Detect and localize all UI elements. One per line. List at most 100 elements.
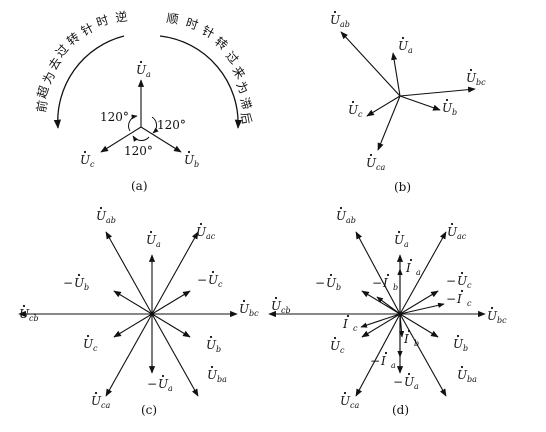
vector-symbol: I	[382, 276, 388, 290]
dot-accent	[333, 10, 337, 14]
voltage-vector-d-3	[399, 290, 439, 315]
vector-symbol: U	[326, 276, 337, 290]
vector-symbol: I	[380, 354, 386, 368]
voltage-vector-b-1	[391, 52, 401, 97]
vector-symbol: U	[457, 368, 468, 382]
dot-accent	[83, 150, 87, 154]
dot-accent	[397, 230, 401, 234]
vector-symbol: U	[207, 368, 218, 382]
arc-char: 超	[34, 84, 52, 100]
dot-accent	[209, 335, 213, 339]
lag-direction-arc	[159, 35, 243, 129]
vector-subscript: b	[452, 108, 457, 117]
vector-subscript: c	[353, 324, 358, 333]
vector-symbol: I	[403, 332, 409, 346]
vector-subscript: a	[414, 382, 419, 391]
dot-accent	[161, 374, 165, 378]
dot-accent	[384, 351, 388, 355]
dot-accent	[409, 258, 413, 262]
arc-char: 前	[33, 99, 50, 113]
vector-symbol: U	[336, 209, 347, 223]
current-vector-d-17	[376, 296, 401, 315]
vector-symbol: U	[487, 309, 498, 323]
voltage-vector-d-6	[399, 313, 447, 397]
vector-symbol: U	[442, 101, 453, 115]
vector-subscript: bc	[497, 316, 507, 325]
dot-accent	[469, 68, 473, 72]
voltage-vector-c-11	[113, 290, 153, 315]
arc-char: 针	[200, 22, 218, 41]
vector-subscript: ab	[106, 216, 116, 225]
vector-subscript: ca	[350, 401, 359, 410]
voltage-vector-c-9	[113, 313, 153, 338]
vector-subscript: a	[404, 240, 409, 249]
vector-subscript: c	[218, 280, 223, 289]
arc-char: 时	[95, 13, 111, 30]
current-vector-d-16	[360, 313, 401, 328]
voltage-vector-d-9	[361, 313, 401, 338]
vector-symbol: U	[453, 337, 464, 351]
arc-char: 过	[223, 49, 241, 67]
vector-subscript: cb	[281, 306, 291, 315]
vector-subscript: ca	[101, 401, 110, 410]
vector-symbol: U	[330, 339, 341, 353]
vector-symbol: U	[398, 39, 409, 53]
vector-symbol: U	[96, 209, 107, 223]
vector-symbol: U	[158, 377, 169, 391]
voltage-vector-d-0	[355, 231, 401, 315]
vector-subscript: c	[340, 346, 345, 355]
dot-accent	[94, 391, 98, 395]
voltage-vector-c-8	[105, 313, 153, 397]
dot-accent	[329, 273, 333, 277]
vector-subscript: a	[156, 240, 161, 249]
vector-subscript: a	[391, 361, 396, 370]
voltage-vector-b-4	[366, 95, 401, 117]
dot-accent	[445, 98, 449, 102]
vector-symbol: U	[184, 153, 195, 167]
vector-subscript: ba	[467, 375, 477, 384]
vector-symbol: U	[330, 13, 341, 27]
dot-accent	[401, 36, 405, 40]
minus-sign: −	[446, 274, 456, 288]
dot-accent	[274, 296, 278, 300]
minus-sign: −	[315, 276, 325, 290]
voltage-vector-c-5	[151, 313, 191, 338]
vector-subscript: b	[336, 283, 341, 292]
vector-symbol: U	[348, 103, 359, 117]
caption-c: (c)	[141, 403, 157, 417]
vector-symbol: U	[136, 63, 147, 77]
dot-accent	[242, 299, 246, 303]
arc-char: 为	[233, 79, 251, 96]
voltage-vector-b-5	[377, 95, 401, 151]
vector-subscript: ca	[376, 163, 385, 172]
arc-char: 后	[238, 111, 254, 125]
dot-accent	[86, 334, 90, 338]
voltage-vector-c-6	[151, 313, 199, 397]
dot-accent	[211, 270, 215, 274]
vector-subscript: a	[416, 268, 421, 277]
dot-accent	[77, 273, 81, 277]
dot-accent	[139, 60, 143, 64]
voltage-vector-c-3	[151, 290, 191, 315]
